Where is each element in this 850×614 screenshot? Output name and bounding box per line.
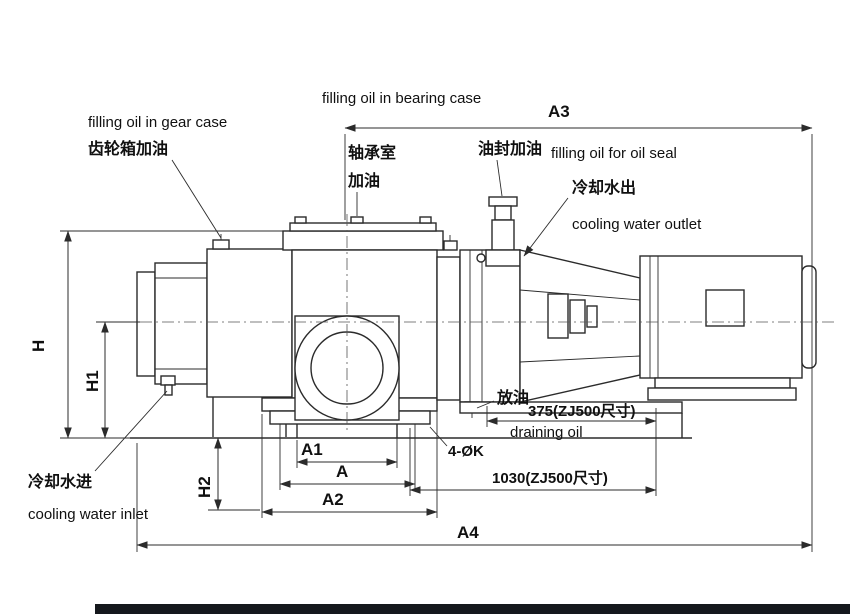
label-drain-zh: 放油 — [496, 388, 529, 407]
label-oil-seal-en: filling oil for oil seal — [551, 145, 677, 162]
oil-seal-filler-pipe — [476, 196, 521, 267]
bearing-oil-filler-plug — [350, 216, 364, 224]
dim-a: A — [279, 424, 416, 490]
dim-a1-label: A1 — [301, 440, 323, 459]
dim-h2-label: H2 — [195, 476, 214, 498]
leader-oil-seal — [496, 159, 503, 197]
dim-h-label: H — [29, 340, 48, 352]
base-plate — [459, 401, 683, 414]
leader-water-outlet — [523, 197, 569, 257]
annotations: filling oil in gear case 齿轮箱加油 filling o… — [28, 90, 702, 523]
leader-bolt-holes — [429, 426, 448, 447]
coupling-housing — [464, 249, 641, 418]
dim-1030-label: 1030(ZJ500尺寸) — [492, 469, 608, 487]
label-water-outlet-en: cooling water outlet — [572, 216, 702, 233]
dim-a4: A4 — [136, 443, 813, 552]
left-silencer — [136, 262, 208, 396]
dim-h1: H1 — [83, 321, 140, 439]
dim-a2-label: A2 — [322, 490, 344, 509]
cooling-water-inlet-stub — [160, 375, 176, 386]
label-bolt-holes: 4-ØK — [448, 443, 484, 460]
dim-a2: A2 — [261, 403, 438, 518]
label-drain-en: draining oil — [510, 424, 583, 441]
label-oil-seal-zh: 油封加油 — [478, 139, 542, 158]
dim-1030: 1030(ZJ500尺寸) — [409, 408, 657, 496]
dim-h2: H2 — [195, 437, 260, 511]
dim-a3: A3 — [344, 102, 813, 552]
label-water-inlet-en: cooling water inlet — [28, 506, 149, 523]
leader-drain — [476, 400, 495, 409]
label-filling-oil-gear-case-en: filling oil in gear case — [88, 114, 227, 131]
label-bearing-case-zh-line1: 轴承室 — [348, 143, 396, 162]
top-plate — [282, 216, 444, 251]
label-bearing-case-zh-line2: 加油 — [347, 171, 380, 190]
dim-a1: A1 — [296, 426, 398, 468]
leader-gear-oil — [171, 159, 222, 239]
motor-terminal-box — [705, 289, 745, 327]
dim-h1-label: H1 — [83, 370, 102, 392]
motor — [639, 255, 817, 401]
dim-a4-label: A4 — [457, 523, 479, 542]
gear-case — [206, 234, 293, 437]
leader-water-inlet — [94, 390, 168, 472]
dim-375-label: 375(ZJ500尺寸) — [528, 402, 636, 420]
gear-oil-filler-plug — [212, 239, 230, 250]
blower-assembly — [130, 196, 817, 439]
dim-375: 375(ZJ500尺寸) — [486, 402, 657, 427]
dim-a-label: A — [336, 462, 348, 481]
label-water-inlet-zh: 冷却水进 — [28, 472, 92, 491]
label-water-outlet-zh: 冷却水出 — [572, 178, 636, 197]
label-filling-oil-bearing-case-en: filling oil in bearing case — [322, 90, 481, 107]
cooling-water-outlet-valve — [485, 249, 521, 267]
label-filling-oil-gear-case-zh: 齿轮箱加油 — [88, 139, 168, 158]
dim-h: H — [29, 230, 283, 439]
bottom-scrollbar — [95, 604, 850, 614]
dim-a3-label: A3 — [548, 102, 570, 121]
dimensions: A3 A4 1030(ZJ500尺寸) 375(ZJ500尺寸) A2 — [29, 102, 813, 552]
